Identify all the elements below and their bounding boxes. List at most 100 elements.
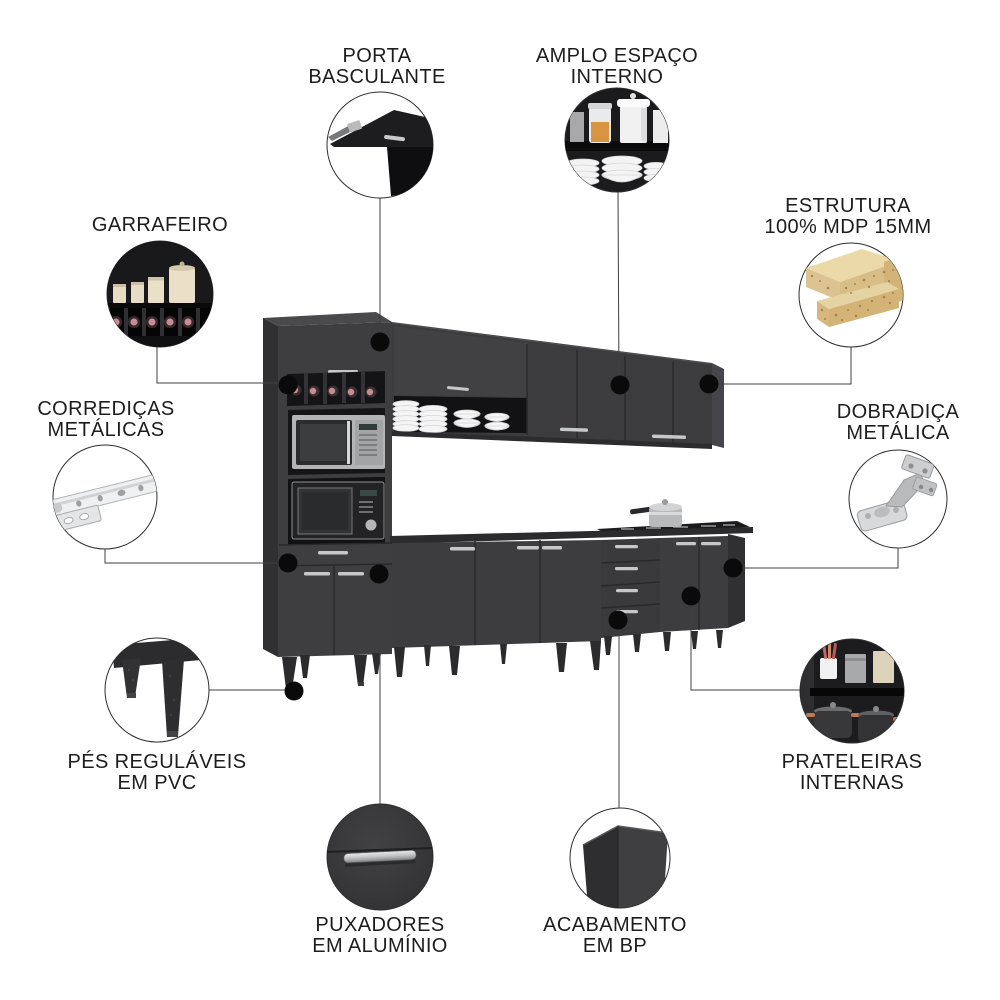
label-line: PÉS REGULÁVEIS <box>67 751 247 773</box>
tower-legs <box>282 653 381 689</box>
utensil-cup <box>820 639 838 679</box>
label-line: BASCULANTE <box>308 66 446 88</box>
prateleiras-photo <box>799 638 905 744</box>
dot-garrafeiro <box>278 375 298 395</box>
label-line: DOBRADIÇA <box>836 401 960 423</box>
white-jar <box>653 110 668 143</box>
microwave <box>292 415 385 469</box>
label-line: EM BP <box>582 935 648 957</box>
dobradica-photo <box>848 449 948 549</box>
cream-canister <box>873 651 894 683</box>
aluminum-handle <box>384 135 405 142</box>
dot-acabamento <box>608 610 628 630</box>
connector-lines <box>104 191 899 808</box>
aluminum-handle <box>616 589 638 593</box>
label-pes-regulaveis: PÉS REGULÁVEIS EM PVC <box>68 752 247 794</box>
flip-up-door <box>394 326 527 397</box>
connector-estrutura <box>709 347 852 385</box>
bp-corner <box>582 825 669 908</box>
base-legs <box>394 630 723 677</box>
aluminum-handle <box>615 567 638 571</box>
mdp-board-top <box>806 249 900 282</box>
label-line: GARRAFEIRO <box>91 214 229 236</box>
aluminum-handle <box>701 542 721 546</box>
dot-estrutura <box>699 374 719 394</box>
mdp-board-bottom <box>817 282 899 309</box>
aluminum-handle <box>343 850 417 867</box>
connector-amplo-espaco <box>617 191 620 386</box>
wine-rack <box>287 371 385 406</box>
metal-hinge <box>856 454 938 532</box>
label-line: CORREDIÇAS <box>37 398 175 420</box>
label-line: EM ALUMÍNIO <box>312 935 448 957</box>
label-line: METÁLICAS <box>47 419 165 441</box>
hinge-bracket <box>347 120 362 133</box>
dot-corredicas <box>278 553 298 573</box>
saucepan <box>630 499 682 527</box>
wine-bottles <box>290 384 377 398</box>
aluminum-handle <box>446 386 469 391</box>
dot-pes <box>284 681 304 701</box>
label-porta-basculante: PORTA BASCULANTE <box>308 46 445 88</box>
label-garrafeiro: GARRAFEIRO <box>92 215 228 236</box>
acabamento-photo <box>569 807 671 909</box>
dot-amplo-espaco <box>610 375 630 395</box>
glass-jar <box>570 112 584 142</box>
aluminum-handle <box>450 547 475 551</box>
label-line: PRATELEIRAS <box>781 751 923 773</box>
estrutura-mdp-photo <box>798 242 904 348</box>
label-line: AMPLO ESPAÇO <box>535 45 699 67</box>
aluminum-handle <box>338 572 364 576</box>
aluminum-handle <box>517 546 539 550</box>
dot-puxadores <box>369 564 389 584</box>
tower-cabinet <box>263 312 393 689</box>
label-amplo-espaco: AMPLO ESPAÇO INTERNO <box>536 46 698 88</box>
label-line: ACABAMENTO <box>543 914 687 936</box>
label-acabamento: ACABAMENTO EM BP <box>543 915 687 957</box>
label-line: INTERNO <box>570 66 664 88</box>
connector-corredicas <box>104 549 288 564</box>
label-estrutura: ESTRUTURA 100% MDP 15MM <box>764 196 931 238</box>
kitchen-set <box>263 312 753 689</box>
corredicas-photo <box>52 444 158 550</box>
aluminum-handle <box>676 542 696 546</box>
plates-stack <box>392 400 511 433</box>
label-dobradica: DOBRADIÇA METÁLICA <box>837 402 960 444</box>
connector-prateleiras <box>690 596 800 691</box>
connector-dots <box>278 332 743 701</box>
base-cabinets <box>390 499 753 677</box>
aluminum-handle <box>304 572 330 576</box>
connector-dobradica <box>733 548 899 569</box>
label-line: INTERNAS <box>799 772 905 794</box>
label-line: 100% MDP 15MM <box>764 216 932 238</box>
label-line: PORTA <box>342 45 412 67</box>
steel-canister <box>845 654 866 683</box>
aluminum-handle <box>542 546 562 550</box>
aluminum-handle <box>559 427 588 432</box>
pes-regulaveis-photo <box>104 637 210 743</box>
label-line: METÁLICA <box>846 422 950 444</box>
chipboard-speckles <box>810 269 894 322</box>
dot-porta-basculante <box>370 332 390 352</box>
dot-dobradica <box>723 558 743 578</box>
label-line: EM PVC <box>117 772 197 794</box>
label-line: ESTRUTURA <box>785 195 911 217</box>
label-prateleiras: PRATELEIRAS INTERNAS <box>782 752 923 794</box>
label-puxadores: PUXADORES EM ALUMÍNIO <box>312 915 448 957</box>
upper-cabinets <box>391 322 724 449</box>
aluminum-handle <box>615 545 638 549</box>
label-corredicas: CORREDIÇAS METÁLICAS <box>37 399 174 441</box>
garrafeiro-photo <box>106 240 214 348</box>
porta-basculante-photo <box>326 91 434 199</box>
white-canister <box>617 93 650 143</box>
canisters <box>113 261 195 303</box>
amplo-espaco-photo <box>564 87 670 193</box>
aluminum-handle <box>651 434 686 440</box>
aluminum-handle <box>318 551 348 555</box>
oven <box>291 481 385 540</box>
dot-prateleiras <box>681 586 701 606</box>
label-line: PUXADORES <box>315 914 445 936</box>
mason-jar <box>588 103 612 143</box>
